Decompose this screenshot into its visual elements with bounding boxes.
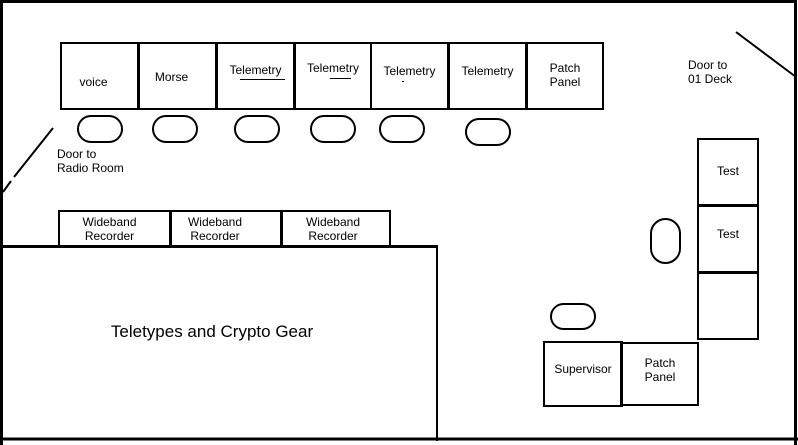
empty-station (697, 272, 759, 340)
teletype-crypto-area: Teletypes and Crypto Gear (0, 245, 438, 441)
test-label: Test (716, 164, 739, 178)
telemetry-underline (330, 78, 351, 79)
console-telemetry-2: Telemetry (293, 42, 372, 110)
console-label: Telemetry (306, 61, 359, 75)
patch-panel-label: Patch Panel (644, 356, 676, 384)
chair (465, 118, 511, 146)
console-label: Telemetry (461, 64, 514, 78)
chair (310, 115, 356, 143)
test-station: Test (697, 138, 759, 206)
wideband-recorder: Wideband Recorder (280, 210, 391, 247)
telemetry-underline (240, 79, 285, 80)
door-deck-label: Door to 01 Deck (688, 58, 733, 86)
console-telemetry-4: Telemetry (447, 42, 527, 110)
door-deck-line (735, 31, 797, 78)
supervisor-label: Supervisor (554, 362, 612, 376)
chair (234, 115, 280, 143)
recorder-label: Wideband Recorder (305, 214, 361, 243)
chair (152, 115, 198, 143)
wideband-recorder: Wideband Recorder (58, 210, 171, 247)
door-radio-room-line (13, 127, 54, 178)
console-voice: voice (60, 42, 139, 110)
telemetry-underline (402, 81, 404, 82)
test-station: Test (697, 205, 759, 273)
console-morse: Morse (137, 42, 217, 110)
console-label: Morse (154, 70, 189, 84)
console-label: Patch Panel (549, 61, 581, 89)
console-patch-panel: Patch Panel (525, 42, 604, 110)
console-label: Telemetry (383, 64, 436, 78)
console-telemetry-1: Telemetry (215, 42, 295, 110)
wideband-recorder: Wideband Recorder (169, 210, 282, 247)
door-radio-room-label: Door to Radio Room (57, 147, 124, 175)
console-label: Telemetry (229, 63, 282, 77)
test-label: Test (716, 227, 739, 241)
chair (379, 115, 425, 143)
console-telemetry-3: Telemetry (370, 42, 449, 110)
console-label: voice (79, 75, 108, 89)
teletype-crypto-label: Teletypes and Crypto Gear (110, 321, 314, 341)
chair (77, 115, 123, 143)
recorder-label: Wideband Recorder (82, 214, 137, 243)
chair (650, 218, 681, 264)
patch-panel-bottom: Patch Panel (620, 342, 699, 406)
chair (550, 303, 596, 330)
recorder-label: Wideband Recorder (187, 214, 243, 243)
door-radio-room-line-lower (2, 180, 12, 193)
supervisor-station: Supervisor (543, 341, 623, 407)
